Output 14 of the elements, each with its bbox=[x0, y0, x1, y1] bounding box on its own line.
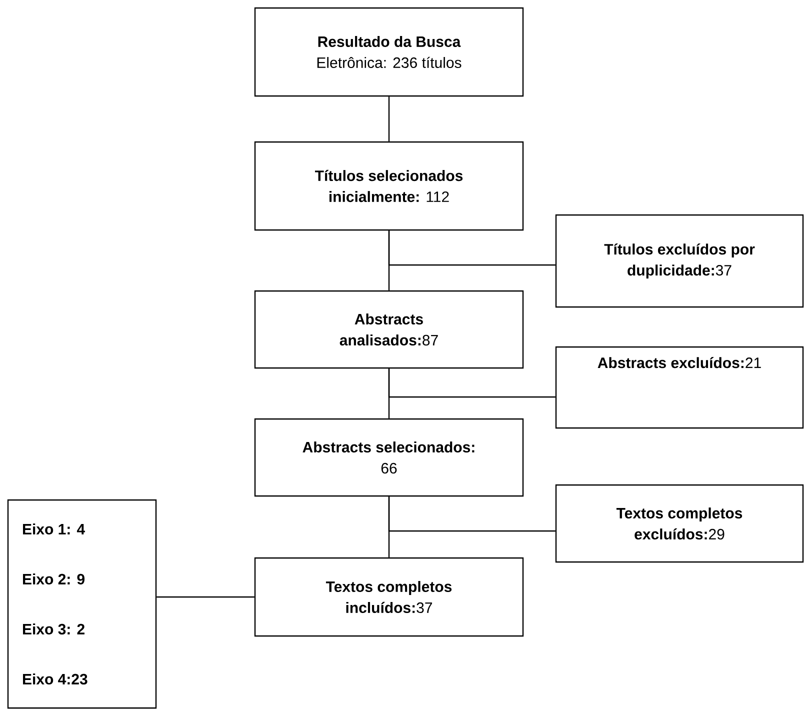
process-box: Abstracts selecionados: 66 bbox=[254, 418, 524, 497]
process-box: Títulos excluídos por duplicidade:37 bbox=[555, 214, 804, 308]
connector-line bbox=[388, 230, 390, 290]
process-box: Abstracts excluídos:21 bbox=[555, 346, 804, 429]
process-box: Títulos selecionados inicialmente: 112 bbox=[254, 141, 524, 231]
process-box: Textos completos incluídos:37 bbox=[254, 557, 524, 637]
connector-line bbox=[388, 96, 390, 142]
connector-line bbox=[388, 368, 390, 418]
process-box: Textos completos excluídos:29 bbox=[555, 484, 804, 563]
connector-line bbox=[388, 496, 390, 558]
process-box: Resultado da Busca Eletrônica: 236 títulos bbox=[254, 7, 524, 97]
process-box: Abstracts analisados:87 bbox=[254, 290, 524, 369]
connector-line bbox=[156, 596, 254, 598]
list-box: Eixo 1: 4 Eixo 2: 9 Eixo 3: 2 Eixo 4:23 bbox=[7, 499, 157, 709]
